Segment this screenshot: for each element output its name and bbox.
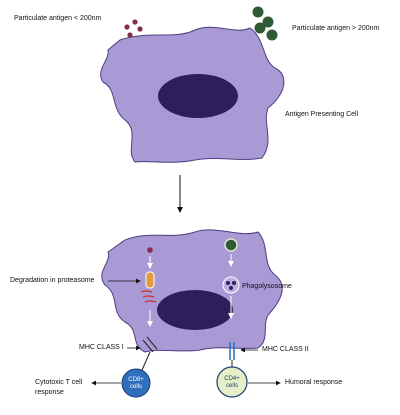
vesicle-dot <box>229 286 233 290</box>
vesicle-dot <box>232 281 236 285</box>
large-particle <box>252 6 264 18</box>
cd8-line2: cells <box>129 384 142 390</box>
peptide-fragment <box>142 295 155 298</box>
cytotoxic-label-line2: response <box>35 389 64 396</box>
small-particle <box>127 32 133 38</box>
large-particle <box>262 16 274 28</box>
proteasome <box>145 271 155 289</box>
large-antigen-label: Particulate antigen > 200nm <box>292 25 380 32</box>
apc-label: Antigen Presenting Cell <box>285 111 359 118</box>
cytotoxic-label-line1: Cytotoxic T cell <box>35 379 83 386</box>
small-antigen-label: Particulate antigen < 200nm <box>14 15 102 22</box>
peptide-fragment <box>144 300 157 303</box>
cd4-t-cell <box>216 366 248 398</box>
cd8-cell-label: CD8+ cells <box>124 377 148 391</box>
nucleus-bottom <box>157 290 233 330</box>
peptide-fragment <box>140 290 153 293</box>
mhc-class-1-label: MHC CLASS I <box>79 344 124 351</box>
cd4-line2: cells <box>225 383 238 389</box>
mhc-class-2-receptor <box>229 342 235 360</box>
small-particle <box>137 26 143 32</box>
small-particle <box>132 19 138 25</box>
large-particle <box>266 29 278 41</box>
vesicle-dot <box>226 281 230 285</box>
mhc-class-1-receptor <box>142 336 158 353</box>
large-particle <box>254 22 266 34</box>
internalized-small-particle <box>147 247 153 253</box>
nucleus-top <box>158 74 238 118</box>
phagolysosome-label: Phagolysosome <box>242 283 292 290</box>
cd8-line1: CD8+ <box>128 377 144 383</box>
small-particle <box>124 24 130 30</box>
degradation-label: Degradation in proteasome <box>10 277 95 284</box>
mhc-class-2-label: MHC CLASS II <box>262 346 309 353</box>
cd4-cell-label: CD4+ cells <box>220 376 244 390</box>
cd4-line1: CD4+ <box>224 376 240 382</box>
internalized-large-particle <box>224 238 238 252</box>
cd8-t-cell <box>121 368 151 398</box>
tcr-stalk-left <box>141 351 151 371</box>
humoral-label: Humoral response <box>285 379 343 386</box>
phagolysosome-icon <box>222 276 240 294</box>
